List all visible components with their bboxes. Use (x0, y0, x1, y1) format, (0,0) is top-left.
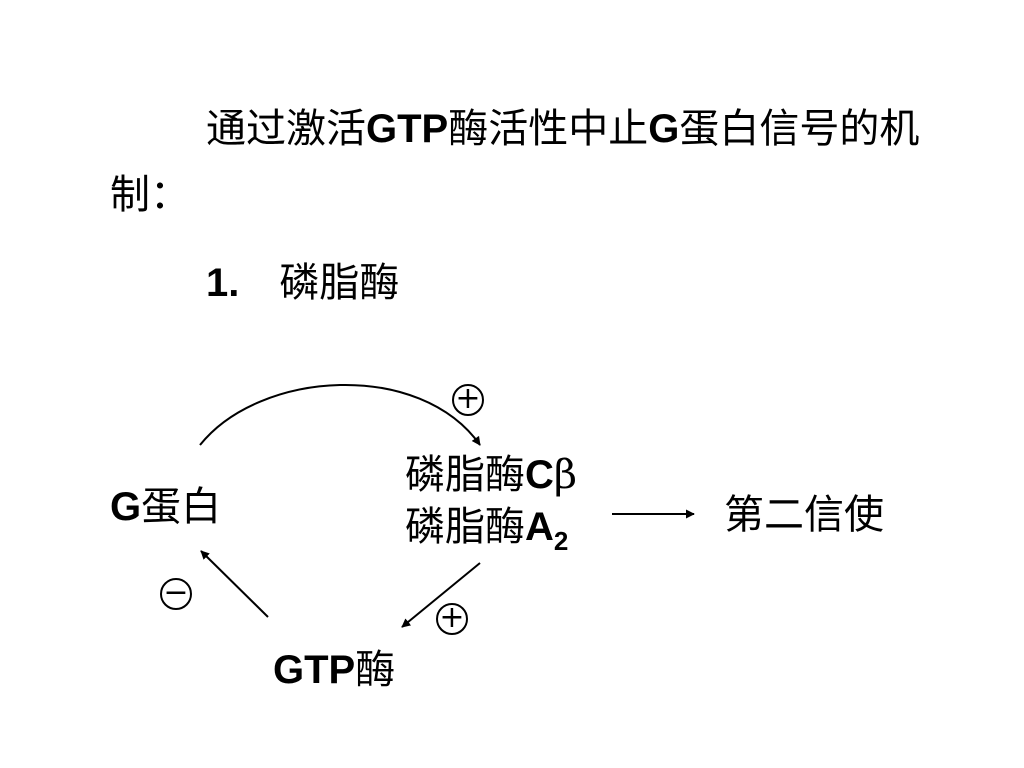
node-second-messenger: 第二信使 (724, 492, 884, 538)
list-item-number: 1. (206, 261, 240, 305)
minus-sign-icon: − (160, 578, 192, 610)
plus-sign-icon: + (452, 384, 484, 416)
list-item-phospholipase: 1. 磷脂酶 (206, 255, 399, 311)
plus-sign-icon: + (436, 603, 468, 635)
arrow-plc-to-gtpase (401, 562, 481, 628)
node-gtpase: GTP酶 (273, 647, 396, 693)
arrow-gtpase-to-g (200, 550, 269, 618)
node-phospholipase-c-beta: 磷脂酶Cβ (405, 452, 578, 498)
node-phospholipase-a2: 磷脂酶A2 (405, 504, 569, 556)
slide-heading: 通过激活GTP酶活性中止G蛋白信号的机制： (110, 106, 920, 218)
arrow-g-to-plc (199, 383, 481, 446)
list-item-label: 磷脂酶 (279, 260, 400, 306)
node-g-protein: G蛋白 (110, 484, 222, 530)
